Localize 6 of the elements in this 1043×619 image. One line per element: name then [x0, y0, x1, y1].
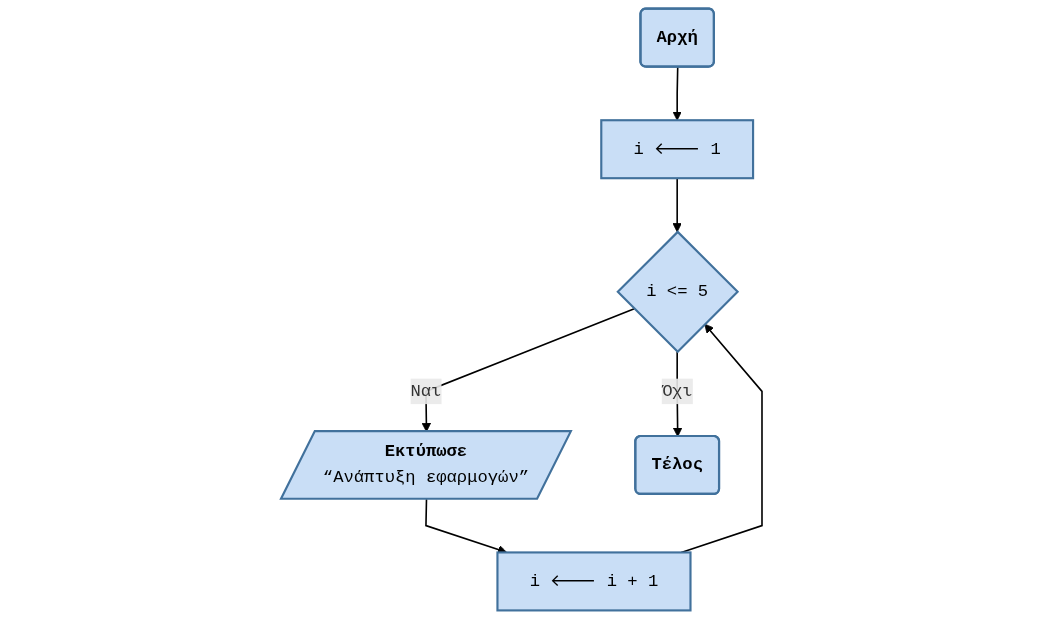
node-box: i 🡐 1: [600, 119, 755, 180]
edge-label: Ναι: [410, 381, 442, 402]
edge-label: Όχι: [661, 381, 693, 402]
arrow: [672, 66, 682, 121]
node-diamond: i <= 5: [616, 230, 740, 354]
node-box: i 🡐 i + 1: [496, 551, 692, 612]
